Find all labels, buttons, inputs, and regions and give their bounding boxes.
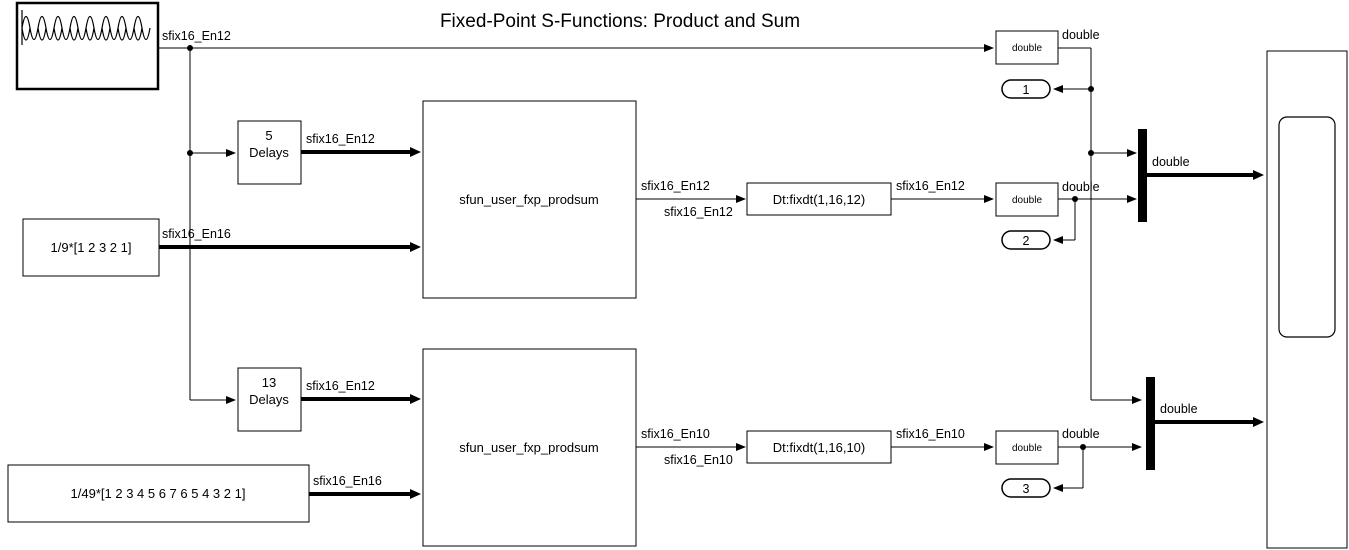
signal-label-dtc2: sfix16_En10 bbox=[896, 427, 965, 441]
signal-label-mux1: double bbox=[1152, 155, 1190, 169]
signal-label-source: sfix16_En12 bbox=[162, 29, 231, 43]
sfun-1-label: sfun_user_fxp_prodsum bbox=[459, 192, 598, 207]
sfun-prodsum-block-1[interactable]: sfun_user_fxp_prodsum bbox=[422, 100, 637, 299]
mux-block-1[interactable] bbox=[1138, 129, 1147, 222]
delay5-count: 5 bbox=[265, 128, 272, 143]
dtc-2-label: Dt:fixdt(1,16,10) bbox=[773, 440, 866, 455]
convert-top-label: double bbox=[1012, 43, 1042, 54]
outport-3-number: 3 bbox=[1023, 482, 1030, 496]
delay5-label: Delays bbox=[249, 145, 289, 160]
convert-double-block-top[interactable]: double bbox=[995, 30, 1059, 65]
signal-label-conv-top: double bbox=[1062, 28, 1100, 42]
convert-top-output-lines bbox=[1053, 47, 1142, 404]
signal-label-delay13: sfix16_En12 bbox=[306, 379, 375, 393]
delay13-label: Delays bbox=[249, 392, 289, 407]
signal-label-const16: sfix16_En16 bbox=[162, 227, 231, 241]
signal-label-sfun1-a: sfix16_En12 bbox=[641, 179, 710, 193]
convert-mid-output-lines bbox=[1053, 195, 1137, 244]
signal-label-dtc1: sfix16_En12 bbox=[896, 179, 965, 193]
outport-1[interactable]: 1 bbox=[1001, 79, 1051, 99]
outport-2[interactable]: 2 bbox=[1001, 230, 1051, 250]
model-title: Fixed-Point S-Functions: Product and Sum bbox=[440, 11, 800, 32]
signal-label-sfun2-a: sfix16_En10 bbox=[641, 427, 710, 441]
const-1-9-value: 1/9*[1 2 3 2 1] bbox=[51, 240, 132, 255]
signal-label-sfun2-b: sfix16_En10 bbox=[664, 453, 733, 467]
convert-bottom-output-lines bbox=[1053, 443, 1142, 492]
delay5-block[interactable]: 5 Delays bbox=[237, 120, 302, 185]
convert-mid-label: double bbox=[1012, 195, 1042, 206]
sfun-2-label: sfun_user_fxp_prodsum bbox=[459, 440, 598, 455]
convert-bottom-label: double bbox=[1012, 443, 1042, 454]
outport-2-number: 2 bbox=[1023, 234, 1030, 248]
signal-label-conv-mid: double bbox=[1062, 180, 1100, 194]
dtc-1-label: Dt:fixdt(1,16,12) bbox=[773, 192, 866, 207]
const-1-49-block[interactable]: 1/49*[1 2 3 4 5 6 7 6 5 4 3 2 1] bbox=[7, 464, 310, 523]
data-type-conversion-2[interactable]: Dt:fixdt(1,16,10) bbox=[746, 430, 892, 464]
source-signal-lines bbox=[158, 44, 994, 404]
scope-block[interactable] bbox=[1266, 50, 1348, 549]
convert-double-block-mid[interactable]: double bbox=[995, 182, 1059, 217]
convert-double-block-bottom[interactable]: double bbox=[995, 430, 1059, 465]
delay13-count: 13 bbox=[262, 375, 276, 390]
sine-source-block[interactable] bbox=[15, 1, 160, 91]
sfun-prodsum-block-2[interactable]: sfun_user_fxp_prodsum bbox=[422, 348, 637, 547]
signal-label-delay5: sfix16_En12 bbox=[306, 132, 375, 146]
signal-label-const49: sfix16_En16 bbox=[313, 474, 382, 488]
signal-label-mux2: double bbox=[1160, 402, 1198, 416]
const-1-49-value: 1/49*[1 2 3 4 5 6 7 6 5 4 3 2 1] bbox=[71, 486, 246, 501]
delay13-block[interactable]: 13 Delays bbox=[237, 367, 302, 432]
data-type-conversion-1[interactable]: Dt:fixdt(1,16,12) bbox=[746, 182, 892, 216]
signal-label-sfun1-b: sfix16_En12 bbox=[664, 205, 733, 219]
outport-3[interactable]: 3 bbox=[1001, 478, 1051, 498]
signal-label-conv-bot: double bbox=[1062, 427, 1100, 441]
const-1-9-block[interactable]: 1/9*[1 2 3 2 1] bbox=[22, 218, 160, 277]
scope-screen-icon bbox=[1278, 116, 1336, 338]
outport-1-number: 1 bbox=[1023, 83, 1030, 97]
mux-block-2[interactable] bbox=[1146, 377, 1155, 470]
